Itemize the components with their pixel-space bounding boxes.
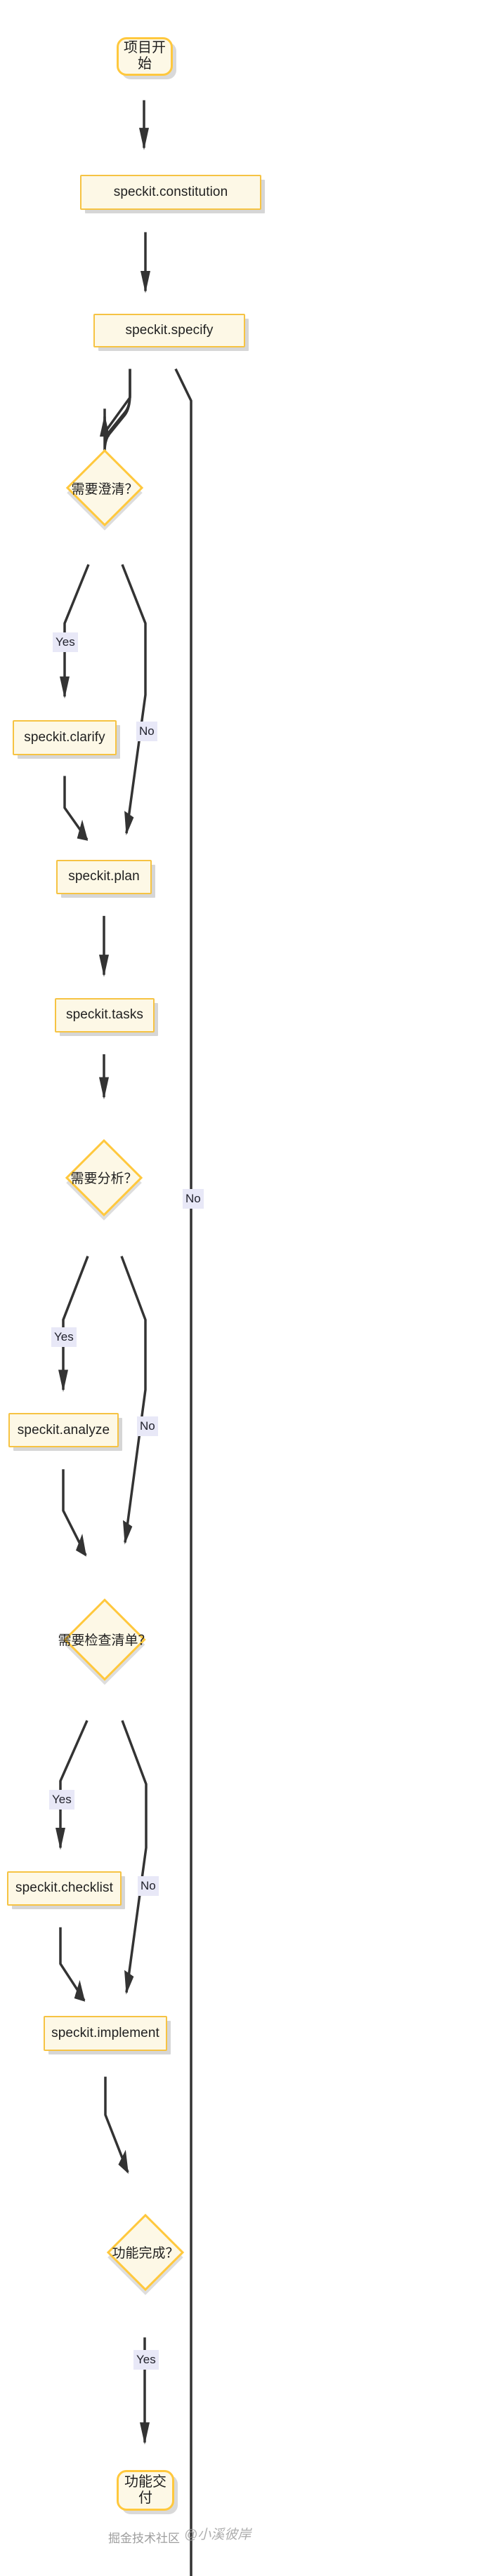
node-analyze[interactable]: speckit.analyze	[8, 1413, 119, 1448]
edge-label-done-yes: Yes	[133, 2349, 159, 2370]
edge-label-specify-no: No	[183, 1189, 204, 1209]
edge-implement-done	[105, 2077, 129, 2175]
edge-label-check-yes: Yes	[49, 1790, 74, 1810]
node-plan-label: speckit.plan	[68, 869, 140, 884]
edge-label-check-no: No	[138, 1875, 159, 1896]
node-need-analyze-label: 需要分析？	[70, 1171, 138, 1187]
edge-needclarify-plan	[122, 564, 145, 837]
node-need-clarify[interactable]: 需要澄清？	[48, 449, 161, 527]
node-tasks-label: speckit.tasks	[65, 1007, 144, 1023]
node-need-check-label: 需要检查清单？	[58, 1633, 152, 1649]
edge-checklist-implement	[60, 1927, 86, 2000]
node-plan[interactable]: speckit.plan	[56, 859, 152, 894]
edge-label-clarify-no: No	[136, 722, 157, 742]
edge-needanalyze-analyze	[54, 1256, 88, 1394]
node-clarify-label: speckit.clarify	[24, 730, 105, 745]
edge-needcheck-checklist	[51, 1720, 87, 1852]
node-need-clarify-label: 需要澄清？	[71, 482, 138, 497]
edge-needcheck-implement	[122, 1720, 146, 1996]
edge-label-text: No	[140, 1419, 155, 1433]
node-constitution[interactable]: speckit.constitution	[80, 175, 261, 211]
edge-label-text: No	[185, 1192, 201, 1206]
node-analyze-label: speckit.analyze	[17, 1422, 110, 1438]
node-need-analyze[interactable]: 需要分析？	[48, 1138, 159, 1216]
edge-needanalyze-needcheck	[122, 1256, 145, 1546]
node-deliver[interactable]: 功能交付	[117, 2469, 174, 2511]
edge-label-text: No	[141, 1878, 156, 1892]
watermark-community: 掘金技术社区	[108, 2531, 180, 2545]
node-specify[interactable]: speckit.specify	[93, 314, 245, 348]
node-specify-label: speckit.specify	[125, 323, 214, 338]
node-checklist-label: speckit.checklist	[15, 1880, 113, 1896]
edge-label-text: Yes	[55, 635, 75, 649]
edge-label-analyze-yes: Yes	[51, 1327, 77, 1348]
node-implement[interactable]: speckit.implement	[44, 2016, 167, 2052]
node-implement-label: speckit.implement	[51, 2026, 159, 2041]
edge-specify-needclarify-line	[96, 369, 130, 452]
node-tasks[interactable]: speckit.tasks	[55, 997, 155, 1033]
node-clarify[interactable]: speckit.clarify	[13, 720, 117, 756]
edge-analyze-needcheck	[63, 1469, 87, 1558]
edge-label-text: No	[139, 724, 155, 738]
node-done-label: 功能完成？	[112, 2246, 179, 2262]
edge-clarify-plan	[65, 776, 89, 840]
node-done[interactable]: 功能完成？	[91, 2213, 200, 2292]
watermark-author: @小溪彼岸	[184, 2528, 252, 2543]
edge-specify-needclarify	[103, 369, 131, 455]
edge-needclarify-clarify	[55, 564, 89, 701]
node-need-check[interactable]: 需要检查清单？	[42, 1598, 167, 1681]
node-start[interactable]: 项目开始	[117, 36, 173, 76]
edge-label-text: Yes	[136, 2352, 156, 2366]
edge-label-analyze-no: No	[137, 1416, 158, 1437]
edge-label-text: Yes	[52, 1793, 72, 1807]
node-checklist[interactable]: speckit.checklist	[7, 1871, 122, 1906]
edge-label-clarify-yes: Yes	[53, 632, 78, 653]
node-constitution-label: speckit.constitution	[113, 185, 228, 200]
edge-label-text: Yes	[54, 1330, 74, 1344]
node-start-label: 项目开始	[124, 40, 166, 72]
node-deliver-label: 功能交付	[124, 2474, 166, 2506]
